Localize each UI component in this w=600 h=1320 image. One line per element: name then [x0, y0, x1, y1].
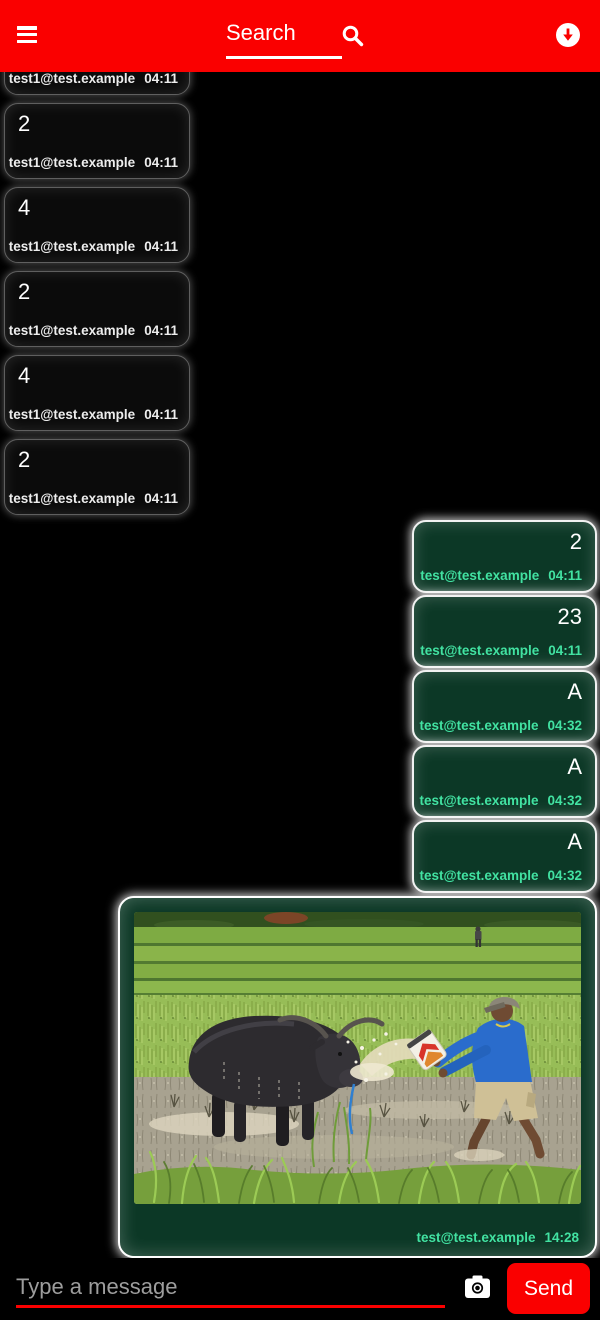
- message-text: A: [567, 829, 582, 854]
- message-time: 04:11: [144, 323, 178, 338]
- photo-water-buffalo: [134, 912, 581, 1204]
- message-meta: test1@test.example 04:11: [9, 71, 178, 86]
- message-sender: test@test.example: [420, 568, 540, 583]
- search-placeholder-text: Search: [226, 20, 296, 45]
- outgoing-message-bubble[interactable]: 2 test@test.example 04:11: [412, 520, 597, 593]
- message-meta: test1@test.example 04:11: [9, 155, 178, 170]
- message-text: 4: [18, 195, 31, 220]
- menu-icon[interactable]: [17, 26, 37, 44]
- message-meta: test1@test.example 04:11: [9, 239, 178, 254]
- message-meta: test@test.example 04:32: [420, 718, 583, 733]
- outgoing-message-bubble[interactable]: A test@test.example 04:32: [412, 745, 597, 818]
- message-text: 2: [569, 529, 582, 554]
- message-input[interactable]: [16, 1268, 445, 1308]
- message-meta: test@test.example 04:11: [420, 643, 582, 658]
- outgoing-message-bubble[interactable]: A test@test.example 04:32: [412, 670, 597, 743]
- message-sender: test@test.example: [419, 718, 539, 733]
- message-meta: test1@test.example 04:11: [9, 323, 178, 338]
- incoming-message-bubble[interactable]: 2 test1@test.example 04:11: [4, 439, 190, 515]
- message-sender: test1@test.example: [8, 407, 136, 422]
- message-text: A: [567, 754, 582, 779]
- message-time: 04:11: [144, 155, 178, 170]
- message-text: 4: [18, 363, 31, 388]
- message-composer: Send: [0, 1258, 600, 1320]
- app-header: Search: [0, 0, 600, 72]
- message-time: 04:11: [548, 568, 582, 583]
- message-time: 04:11: [144, 407, 178, 422]
- message-sender: test@test.example: [419, 793, 539, 808]
- message-sender: test1@test.example: [8, 323, 136, 338]
- message-sender: test1@test.example: [8, 155, 136, 170]
- message-text: A: [567, 679, 582, 704]
- message-time: 04:11: [548, 643, 582, 658]
- message-meta: test1@test.example 04:11: [9, 407, 178, 422]
- message-time: 04:11: [144, 71, 178, 86]
- outgoing-image-message-bubble[interactable]: test@test.example 14:28: [118, 896, 597, 1258]
- scroll-to-bottom-icon[interactable]: [555, 22, 581, 48]
- message-text: 2: [18, 447, 31, 472]
- camera-icon[interactable]: [464, 1275, 492, 1299]
- message-text: 23: [557, 604, 582, 629]
- incoming-message-bubble[interactable]: 4 test1@test.example 04:11: [4, 187, 190, 263]
- search-icon[interactable]: [341, 24, 365, 48]
- message-meta: test@test.example 04:32: [420, 793, 583, 808]
- message-sender: test1@test.example: [8, 71, 136, 86]
- outgoing-message-bubble[interactable]: 23 test@test.example 04:11: [412, 595, 597, 668]
- incoming-message-bubble[interactable]: 2 test1@test.example 04:11: [4, 271, 190, 347]
- search-underline: [226, 56, 342, 59]
- message-sender: test1@test.example: [8, 491, 136, 506]
- incoming-message-bubble[interactable]: 2 test1@test.example 04:11: [4, 103, 190, 179]
- message-time: 04:32: [547, 718, 582, 733]
- message-sender: test@test.example: [420, 643, 540, 658]
- incoming-message-bubble[interactable]: 4 test1@test.example 04:11: [4, 355, 190, 431]
- outgoing-message-bubble[interactable]: A test@test.example 04:32: [412, 820, 597, 893]
- message-meta: test@test.example 04:11: [420, 568, 582, 583]
- search-input[interactable]: Search: [226, 20, 346, 59]
- message-time: 14:28: [544, 1230, 579, 1245]
- message-meta: test1@test.example 04:11: [9, 491, 178, 506]
- message-time: 04:32: [547, 793, 582, 808]
- message-meta: test@test.example 04:32: [420, 868, 583, 883]
- message-text: 2: [18, 279, 31, 304]
- message-sender: test1@test.example: [8, 239, 136, 254]
- send-button[interactable]: Send: [507, 1263, 590, 1314]
- message-sender: test@test.example: [416, 1230, 536, 1245]
- message-meta: test@test.example 14:28: [417, 1230, 580, 1245]
- message-sender: test@test.example: [419, 868, 539, 883]
- message-text: 2: [18, 111, 31, 136]
- message-time: 04:11: [144, 239, 178, 254]
- message-time: 04:32: [547, 868, 582, 883]
- message-time: 04:11: [144, 491, 178, 506]
